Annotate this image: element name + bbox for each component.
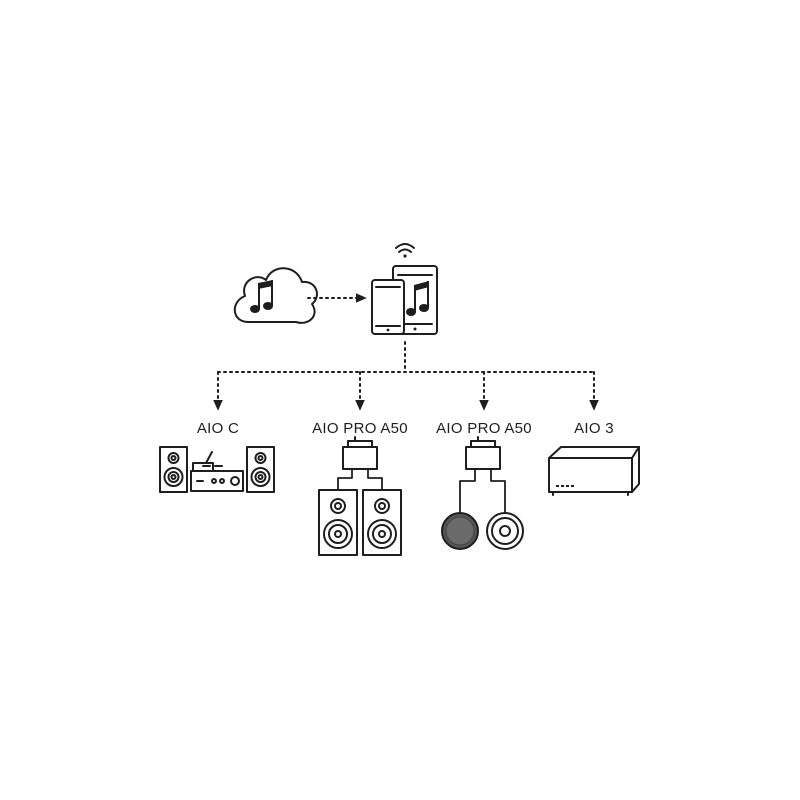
music-note-icon [406,281,429,316]
wifi-icon [395,243,415,258]
streamer-box [192,451,223,472]
amplifier [190,470,244,492]
ceiling-speaker-right [486,512,524,550]
amplifier-unit [342,436,378,470]
ceiling-speaker-left [441,512,479,550]
music-note-icon [250,280,273,313]
amplifier-unit [465,436,501,470]
speaker-left [318,489,358,556]
amp-ceiling-speakers-icon [441,436,524,550]
speaker-right [246,446,275,493]
device-label-aio-3: AIO 3 [574,420,614,437]
speaker-right [362,489,402,556]
phone-icon [371,279,405,335]
speaker-wire [337,468,383,491]
device-label-aio-pro-a50-floorstanding: AIO PRO A50 [312,420,408,437]
device-label-aio-pro-a50-ceiling: AIO PRO A50 [436,420,532,437]
amp-floorstanding-speakers-icon [318,436,402,556]
speaker-wire [459,468,506,518]
speaker-left [159,446,188,493]
amplifier-bookshelf-speakers-icon [159,446,275,493]
device-label-aio-c: AIO C [196,420,240,437]
cloud-music-icon [233,267,318,324]
amplifier-box-icon [548,446,640,496]
distribution-lines [213,341,599,411]
